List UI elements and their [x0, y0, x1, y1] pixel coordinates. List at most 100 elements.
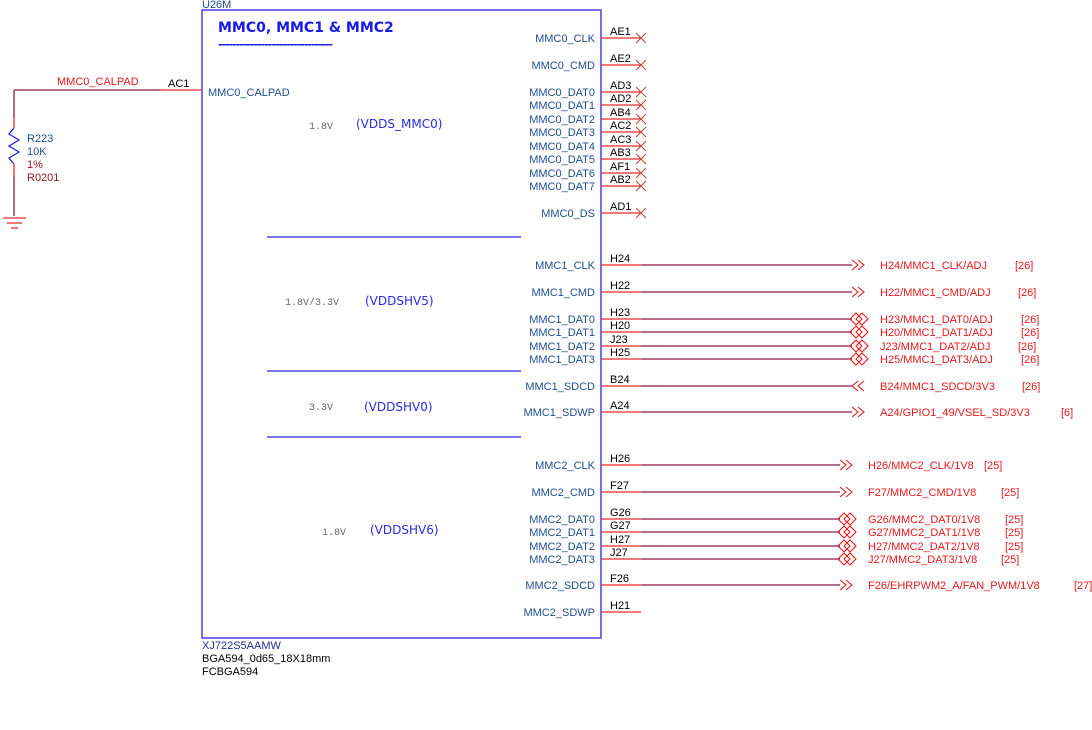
offpage-connector-icon: [837, 539, 857, 553]
pin-name: MMC1_DAT1: [529, 327, 595, 339]
net-label: B24/MMC1_SDCD/3V3: [880, 381, 995, 393]
page-reference[interactable]: [25]: [1001, 487, 1019, 499]
page-reference[interactable]: [27]: [1074, 580, 1092, 592]
net-label: MMC0_CALPAD: [57, 76, 139, 88]
no-connect-icon: [635, 153, 647, 165]
pin-name: MMC2_DAT3: [529, 554, 595, 566]
offpage-connector-icon: [839, 486, 853, 498]
page-reference[interactable]: [26]: [1022, 381, 1040, 393]
pin-name: MMC1_CLK: [535, 260, 596, 272]
net-label: F27/MMC2_CMD/1V8: [868, 487, 976, 499]
rail-voltage: 1.8V: [322, 528, 346, 539]
rail-voltage: 3.3V: [309, 403, 333, 414]
pin-name: MMC0_CMD: [531, 60, 595, 72]
net-label: H24/MMC1_CLK/ADJ: [880, 260, 987, 272]
pin-name: MMC0_DAT7: [529, 181, 595, 193]
page-reference[interactable]: [26]: [1018, 341, 1036, 353]
resistor-tolerance: 1%: [27, 159, 43, 171]
pin-number: AC2: [610, 120, 631, 132]
pin-mmc0-dat1[interactable]: MMC0_DAT1 AD2: [529, 93, 647, 112]
offpage-connector-icon: [849, 352, 869, 366]
page-reference[interactable]: [25]: [1001, 554, 1019, 566]
net-label: H25/MMC1_DAT3/ADJ: [880, 354, 993, 366]
rail-voltage: 1.8V/3.3V: [285, 297, 339, 309]
net-label: H23/MMC1_DAT0/ADJ: [880, 314, 993, 326]
page-reference[interactable]: [25]: [1005, 527, 1023, 539]
net-label: A24/GPIO1_49/VSEL_SD/3V3: [880, 407, 1030, 419]
offpage-connector-icon: [837, 525, 857, 539]
offpage-connector-icon: [837, 512, 857, 526]
part-number: XJ722S5AAMW: [202, 640, 281, 652]
pin-number: B24: [610, 374, 630, 386]
page-reference[interactable]: [26]: [1021, 327, 1039, 339]
page-reference[interactable]: [26]: [1015, 260, 1033, 272]
pin-mmc0-dat7[interactable]: MMC0_DAT7 AB2: [529, 174, 647, 193]
resistor-value: 10K: [27, 146, 47, 158]
page-reference[interactable]: [25]: [1005, 541, 1023, 553]
resistor-symbol[interactable]: [7, 90, 21, 216]
page-reference[interactable]: [6]: [1061, 407, 1073, 419]
pin-number: AB4: [610, 107, 631, 119]
pin-number: AE1: [610, 26, 631, 38]
pin-name: MMC2_DAT1: [529, 527, 595, 539]
component-body[interactable]: [201, 9, 602, 639]
offpage-connector-icon: [839, 579, 853, 591]
pin-number: J23: [610, 334, 628, 346]
page-reference[interactable]: [26]: [1018, 287, 1036, 299]
net-label: G27/MMC2_DAT1/1V8: [868, 527, 980, 539]
offpage-connector-icon: [849, 339, 869, 353]
footprint: BGA594_0d65_18X18mm: [202, 653, 330, 665]
page-reference[interactable]: [26]: [1021, 314, 1039, 326]
pin-number: AC1: [168, 78, 189, 90]
pin-number: H24: [610, 253, 630, 265]
offpage-connector-icon: [837, 552, 857, 566]
no-connect-icon: [635, 180, 647, 192]
page-reference[interactable]: [25]: [1005, 514, 1023, 526]
resistor-refdes: R223: [27, 133, 53, 145]
rail-name: (VDDSHV5): [365, 294, 434, 308]
page-reference[interactable]: [25]: [984, 460, 1002, 472]
offpage-connector-icon: [839, 459, 853, 471]
rail-name: (VDDS_MMC0): [356, 117, 442, 131]
pin-name: MMC0_DS: [541, 208, 595, 220]
pin-name: MMC0_DAT1: [529, 100, 595, 112]
component-title: MMC0, MMC1 & MMC2: [218, 20, 394, 36]
offpage-connector-icon: [851, 406, 865, 418]
pin-number: AD2: [610, 93, 631, 105]
pin-name: MMC1_DAT3: [529, 354, 595, 366]
pin-number: H26: [610, 453, 630, 465]
page-reference[interactable]: [26]: [1021, 354, 1039, 366]
pin-name: MMC0_DAT0: [529, 87, 595, 99]
pin-number: F27: [610, 480, 629, 492]
pin-number: AF1: [610, 161, 630, 173]
pin-mmc2-sdcd[interactable]: MMC2_SDCDF26F26/EHRPWM2_A/FAN_PWM/1V8[27…: [525, 573, 1092, 592]
net-label: J27/MMC2_DAT3/1V8: [868, 554, 977, 566]
pin-number: H21: [610, 600, 630, 612]
pin-number: AB2: [610, 174, 631, 186]
no-connect-icon: [635, 59, 647, 71]
